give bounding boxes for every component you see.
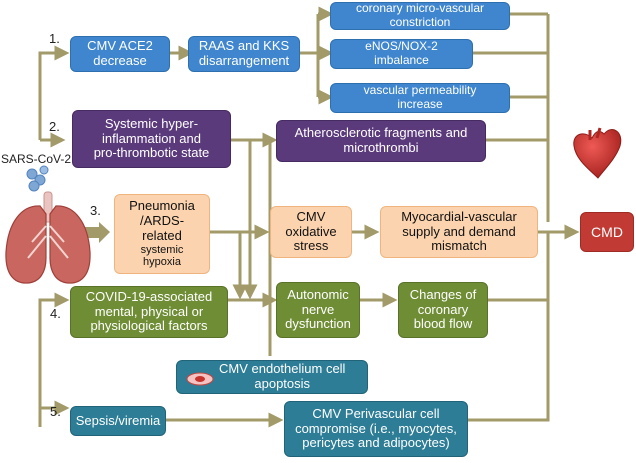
covid-factors-box: COVID-19-associated mental, physical or … <box>70 286 228 338</box>
raas-kks-box: RAAS and KKS disarrangement <box>188 36 300 72</box>
enos-nox2-box: eNOS/NOX-2 imbalance <box>330 39 473 69</box>
supply-demand-mismatch-box: Myocardial-vascular supply and demand mi… <box>380 206 538 258</box>
step-number-3: 3. <box>90 203 101 218</box>
atherosclerotic-fragments-box: Atherosclerotic fragments and microthrom… <box>276 120 486 162</box>
heart-icon <box>573 127 622 179</box>
sepsis-viremia-box: Sepsis/viremia <box>70 406 166 436</box>
step-number-4: 4. <box>50 306 61 321</box>
autonomic-dysfunction-box: Autonomic nerve dysfunction <box>276 282 360 338</box>
systemic-inflammation-box: Systemic hyper- inflammation and pro-thr… <box>72 110 231 168</box>
ace2-decrease-box: CMV ACE2 decrease <box>70 36 170 72</box>
step-number-2: 2. <box>49 119 60 134</box>
endothelium-apoptosis-text: CMV endothelium cell apoptosis <box>219 361 346 391</box>
systemic-hypoxia-text: systemic hypoxia <box>140 243 184 269</box>
coronary-blood-flow-box: Changes of coronary blood flow <box>398 282 488 338</box>
oxidative-stress-box: CMV oxidative stress <box>270 206 352 258</box>
step-number-5: 5. <box>50 404 61 419</box>
virus-icon <box>26 165 49 192</box>
endothelial-cell-icon <box>186 372 214 386</box>
lungs-icon <box>5 191 91 284</box>
step-number-1: 1. <box>49 31 60 46</box>
input-arrow-row3 <box>83 222 110 243</box>
cmd-box: CMD <box>580 212 634 252</box>
pneumonia-ards-box: Pneumonia /ARDS- related systemic hypoxi… <box>114 194 210 274</box>
vascular-permeability-box: vascular permeability increase <box>330 83 510 113</box>
coronary-constriction-box: coronary micro-vascular constriction <box>330 1 510 30</box>
pneumonia-ards-text: Pneumonia /ARDS- related <box>129 197 195 243</box>
virus-label: SARS-CoV-2 <box>1 152 72 166</box>
perivascular-compromise-box: CMV Perivascular cell compromise (i.e., … <box>284 401 468 457</box>
endothelium-apoptosis-box: CMV endothelium cell apoptosis <box>176 360 368 394</box>
